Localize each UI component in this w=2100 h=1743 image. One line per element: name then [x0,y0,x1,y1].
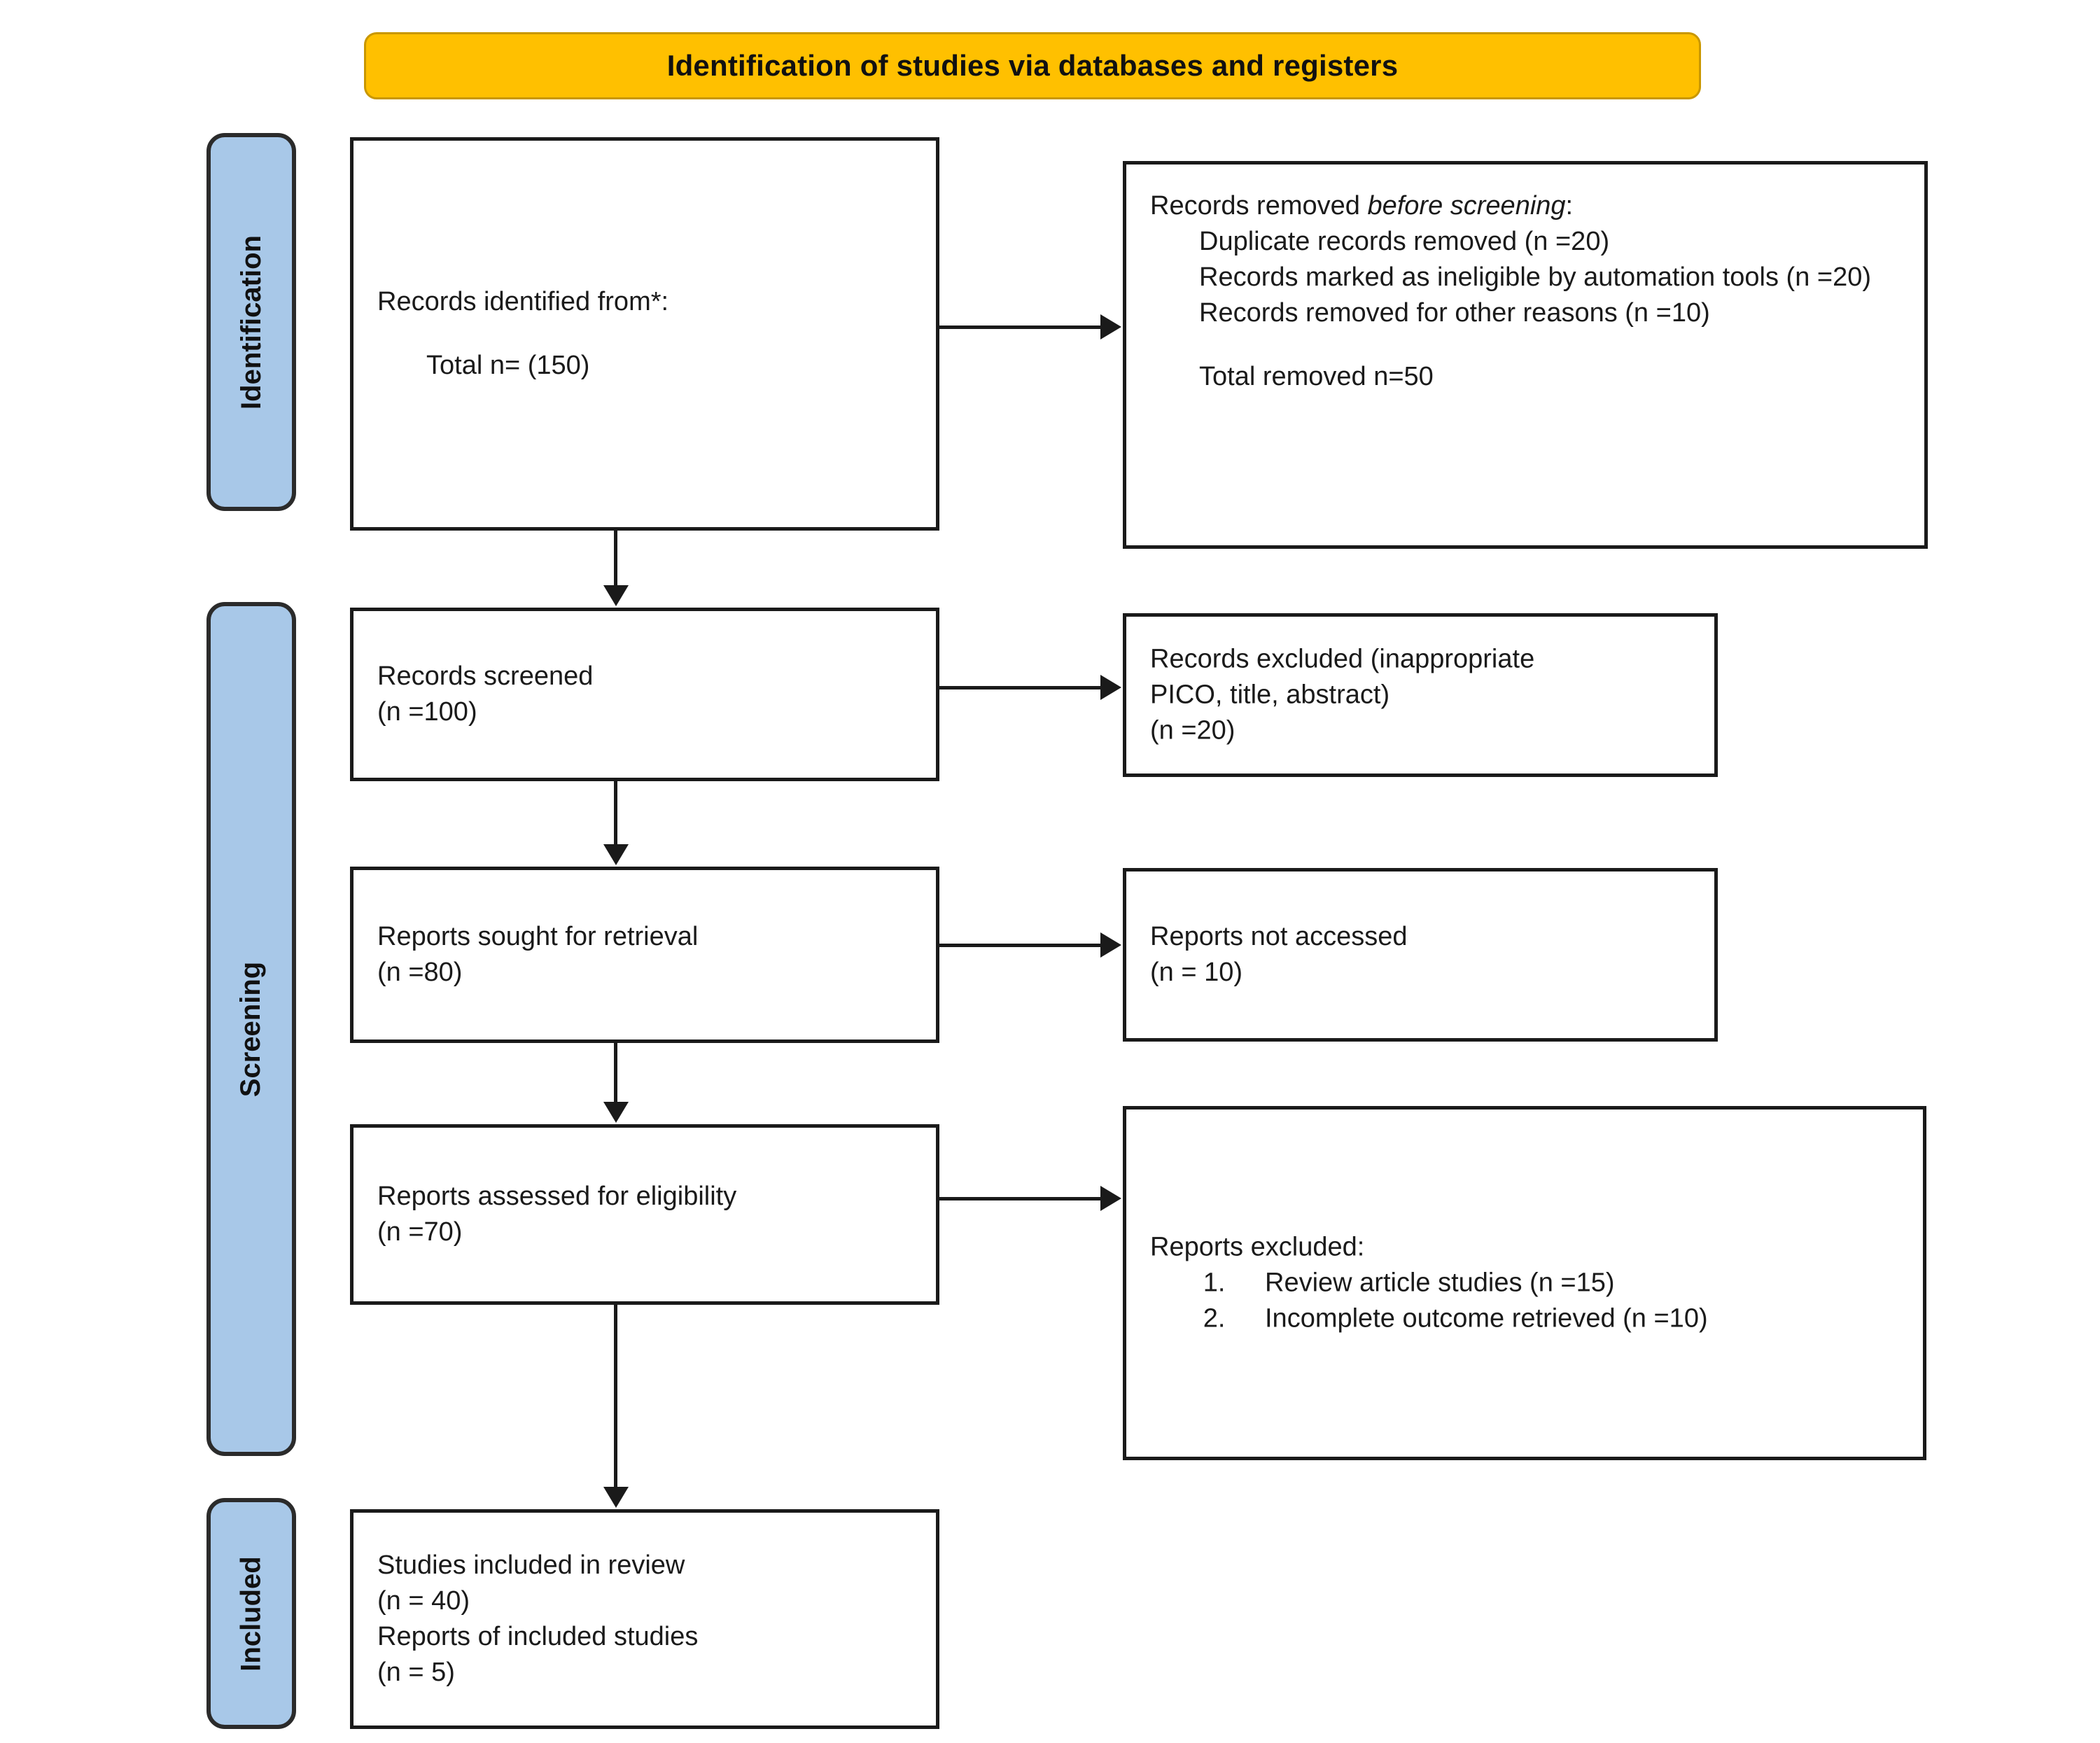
reports-not-accessed-count: (n = 10) [1150,958,1243,987]
spacer [377,320,919,348]
records-removed-heading-italic: before screening [1367,191,1566,220]
arrowhead-assessed-to-reports-excluded [1100,1186,1121,1211]
stage-label-screening-text: Screening [235,961,267,1097]
reports-assessed-line1: Reports assessed for eligibility [377,1182,737,1212]
arrowhead-sought-to-not-accessed [1100,932,1121,958]
arrowhead-screened-to-excluded [1100,675,1121,700]
reports-sought-count: (n =80) [377,958,463,987]
records-excluded-line2: PICO, title, abstract) [1150,680,1390,710]
studies-included-count: (n = 40) [377,1586,470,1616]
box-reports-assessed-for-eligibility: Reports assessed for eligibility (n =70) [350,1124,939,1305]
reports-not-accessed-line1: Reports not accessed [1150,922,1408,952]
reports-excluded-heading: Reports excluded: [1150,1232,1365,1262]
stage-label-identification-text: Identification [235,234,267,410]
records-removed-item-1: Records marked as ineligible by automati… [1199,262,1872,292]
connector-identified-to-screened [614,531,617,587]
box-records-identified: Records identified from*: Total n= (150) [350,137,939,531]
connector-assessed-to-included [614,1305,617,1488]
records-excluded-line1: Records excluded (inappropriate [1150,644,1535,674]
reports-sought-line1: Reports sought for retrieval [377,922,699,952]
records-screened-count: (n =100) [377,697,477,727]
diagram-header-banner: Identification of studies via databases … [364,32,1701,99]
records-removed-heading-prefix: Records removed [1150,191,1368,220]
reports-assessed-count: (n =70) [377,1217,463,1247]
reports-of-included-line: Reports of included studies [377,1622,699,1651]
records-removed-item-2: Records removed for other reasons (n =10… [1199,298,1710,328]
spacer [1150,331,1907,359]
stage-label-included: Included [206,1498,296,1729]
arrowhead-identified-to-screened [603,585,629,606]
connector-sought-to-assessed [614,1043,617,1103]
box-reports-sought-for-retrieval: Reports sought for retrieval (n =80) [350,867,939,1043]
arrowhead-identified-to-removed [1100,314,1121,340]
connector-screened-to-excluded [939,686,1102,690]
reports-excluded-list: Review article studies (n =15) Incomplet… [1150,1266,1906,1337]
studies-included-line1: Studies included in review [377,1550,685,1581]
records-screened-line1: Records screened [377,662,594,692]
stage-label-screening: Screening [206,602,296,1456]
reports-excluded-item-1: Incomplete outcome retrieved (n =10) [1233,1301,1906,1336]
box-reports-not-accessed: Reports not accessed (n = 10) [1123,868,1718,1042]
box-reports-excluded: Reports excluded: Review article studies… [1123,1106,1926,1460]
box-records-removed-before-screening: Records removed before screening: Duplic… [1123,161,1928,549]
connector-screened-to-sought [614,781,617,846]
banner-title: Identification of studies via databases … [666,49,1399,82]
records-removed-total: Total removed n=50 [1199,361,1434,391]
box-records-screened: Records screened (n =100) [350,608,939,781]
reports-excluded-item-0: Review article studies (n =15) [1233,1266,1906,1301]
arrowhead-screened-to-sought [603,844,629,865]
box-records-excluded: Records excluded (inappropriate PICO, ti… [1123,613,1718,777]
records-removed-item-0: Duplicate records removed (n =20) [1199,226,1610,256]
connector-identified-to-removed [939,326,1102,329]
connector-assessed-to-reports-excluded [939,1197,1102,1200]
records-removed-heading: Records removed before screening: [1150,188,1907,224]
box-studies-included-in-review: Studies included in review (n = 40) Repo… [350,1509,939,1729]
stage-label-included-text: Included [235,1555,267,1672]
arrowhead-sought-to-assessed [603,1102,629,1123]
reports-of-included-count: (n = 5) [377,1657,455,1687]
records-excluded-count: (n =20) [1150,715,1236,746]
stage-label-identification: Identification [206,133,296,511]
records-removed-heading-suffix: : [1565,191,1574,220]
records-identified-line1: Records identified from*: [377,287,669,317]
connector-sought-to-not-accessed [939,944,1102,947]
records-identified-total: Total n= (150) [426,351,590,380]
arrowhead-assessed-to-included [603,1487,629,1508]
